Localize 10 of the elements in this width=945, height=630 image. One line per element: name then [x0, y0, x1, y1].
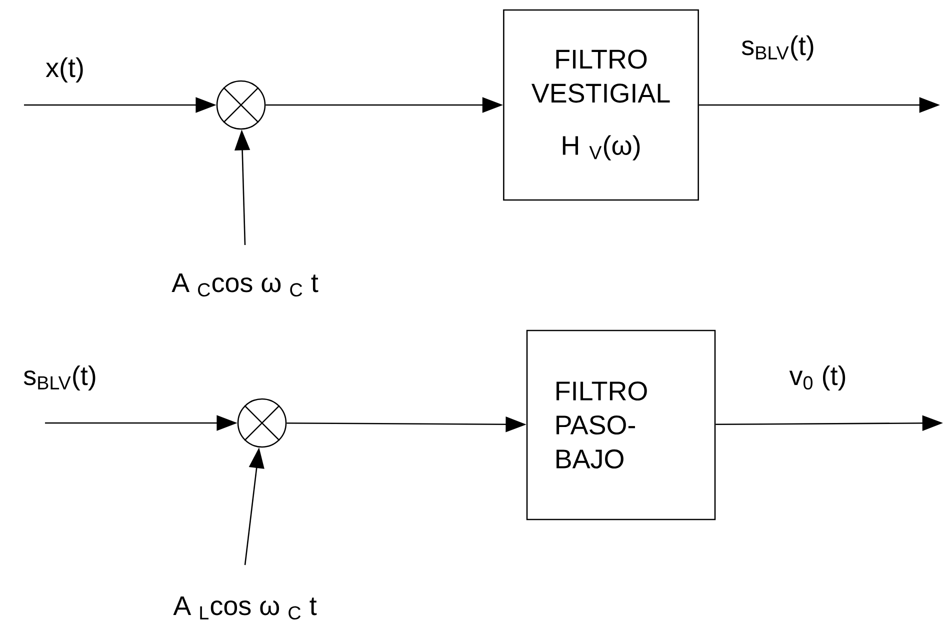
edge-label: v$_{0}$ (t): [789, 365, 846, 391]
edge-label: s$_{BLV}$(t): [742, 35, 814, 61]
filter-box: FILTRO VESTIGIAL H $_{V}$(ω): [503, 9, 699, 201]
multiplier-circle: [237, 398, 287, 448]
carrier-label: A $_{C}$cos ω $_{C}$ t: [172, 273, 318, 297]
multiplier-circle: [216, 80, 266, 130]
filter-box: FILTRO PASO-BAJO: [526, 330, 716, 520]
carrier-label: A $_{L}$cos ω $_{C}$ t: [173, 596, 317, 620]
edge-label: s$_{BLV}$(t): [24, 365, 96, 391]
edge-label: x(t): [46, 57, 83, 83]
